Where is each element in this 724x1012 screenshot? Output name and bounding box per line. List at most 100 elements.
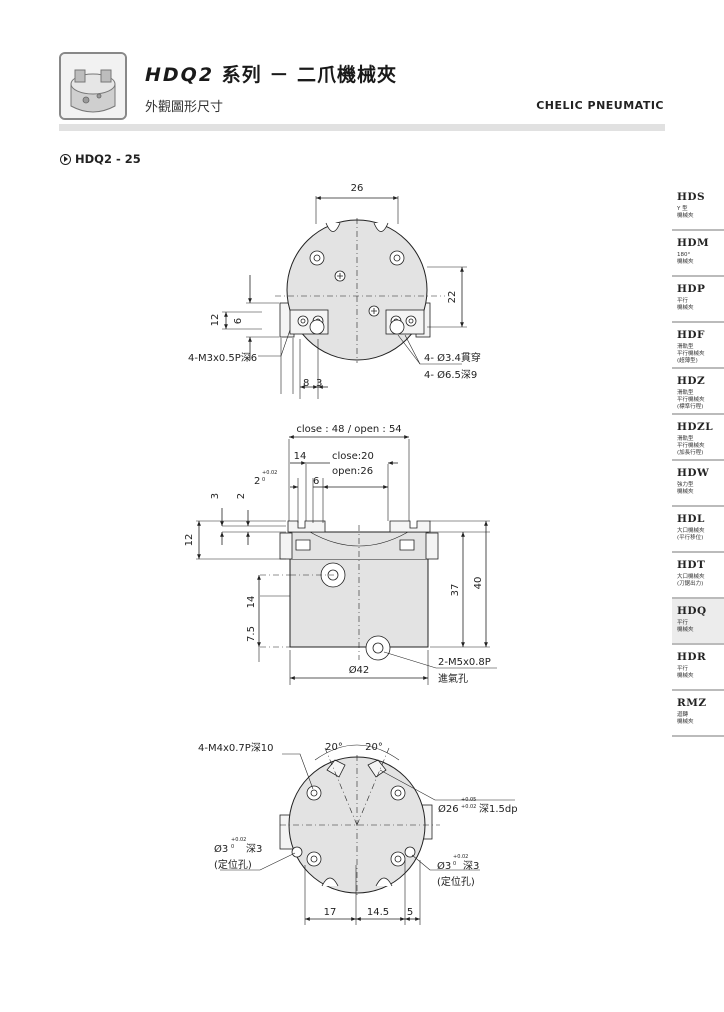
dia-42-label: Ø42 [349, 664, 370, 676]
dim-6-label: 6 [233, 318, 244, 324]
sidebar-desc: 平行 機械夾 [677, 620, 694, 633]
dia-26-depth: 深1.5dp [479, 803, 518, 815]
dia-26-tol-upper: +0.05 [461, 797, 476, 803]
sidebar-code: HDF [677, 329, 705, 341]
sidebar-item-hdq[interactable]: HDQ 平行 機械夾 [672, 599, 724, 645]
close-width-label: close:20 [332, 451, 374, 462]
sidebar-desc: 滑軌型 平行機械夾 (超薄型) [677, 344, 705, 364]
dim-3-label: 3 [316, 378, 322, 389]
dim-22-label: 22 [447, 291, 458, 304]
product-thumbnail [59, 52, 127, 120]
right-pin-note: (定位孔) [437, 875, 475, 888]
product-sidebar: HDS Y 型 機械夾 HDM 180° 機械夾 HDP 平行 機械夾 HDF 滑軌型 … [672, 185, 724, 737]
left-pin-depth: 深3 [246, 843, 262, 855]
section-heading: HDQ2 - 25 [60, 152, 141, 166]
sidebar-desc: 迴轉 機械夾 [677, 712, 694, 725]
section-label: HDQ2 - 25 [75, 152, 141, 166]
sidebar-code: RMZ [677, 697, 707, 709]
dim-17-label: 17 [324, 907, 337, 918]
left-pin-note: (定位孔) [214, 858, 252, 871]
dim-2-tol-label: 2 [254, 476, 260, 487]
sidebar-desc: Y 型 機械夾 [677, 206, 694, 219]
through-hole-callout: 4- Ø3.4貫穿 [424, 351, 481, 364]
sidebar-desc: 180° 機械夾 [677, 252, 694, 265]
header-divider [59, 124, 665, 131]
sidebar-item-hdz[interactable]: HDZ 滑軌型 平行機械夾 (標準行程) [672, 369, 724, 415]
dim-2-tol-lower: 0 [262, 477, 265, 483]
side-view [196, 435, 497, 685]
page-title: HDQ2 系列 － 二爪機械夾 [145, 60, 397, 87]
left-pin-dia: Ø3 [214, 843, 228, 855]
sidebar-item-hdl[interactable]: HDL 大口機械夾 (平行移位) [672, 507, 724, 553]
sidebar-code: HDQ [677, 605, 707, 617]
counterbore-callout: 4- Ø6.5深9 [424, 369, 477, 381]
sidebar-item-rmz[interactable]: RMZ 迴轉 機械夾 [672, 691, 724, 737]
dim-3-side-label: 3 [210, 493, 221, 499]
sidebar-item-hds[interactable]: HDS Y 型 機械夾 [672, 185, 724, 231]
dim-2-tol-upper: +0.02 [262, 470, 277, 476]
sidebar-code: HDS [677, 191, 706, 203]
dim-2-side-label: 2 [236, 493, 247, 499]
left-pin-tol-upper: +0.02 [231, 837, 246, 843]
dim-6-side-label: 6 [313, 476, 319, 487]
right-pin-dia: Ø3 [437, 860, 451, 872]
dim-7-5-label: 7.5 [246, 626, 257, 642]
sidebar-code: HDM [677, 237, 710, 249]
sidebar-item-hdzl[interactable]: HDZL 滑軌型 平行機械夾 (加長行程) [672, 415, 724, 461]
sidebar-desc: 滑軌型 平行機械夾 (標準行程) [677, 390, 705, 410]
right-pin-tol-lower: 0 [453, 861, 456, 867]
sidebar-desc: 大口機械夾 (刀鋸出力) [677, 574, 705, 587]
right-pin-tol-upper: +0.02 [453, 854, 468, 860]
sidebar-item-hdf[interactable]: HDF 滑軌型 平行機械夾 (超薄型) [672, 323, 724, 369]
brand-name: CHELIC PNEUMATIC [536, 99, 664, 112]
bottom-view [220, 744, 515, 925]
sidebar-code: HDT [677, 559, 706, 571]
sidebar-item-hdm[interactable]: HDM 180° 機械夾 [672, 231, 724, 277]
sidebar-item-hdw[interactable]: HDW 強力型 機械夾 [672, 461, 724, 507]
sidebar-code: HDZ [677, 375, 706, 387]
series-word: 系列 [221, 64, 262, 86]
dim-14-label: 14 [294, 451, 307, 462]
sidebar-item-hdr[interactable]: HDR 平行 機械夾 [672, 645, 724, 691]
sidebar-code: HDW [677, 467, 710, 479]
dim-14-5-label: 14.5 [367, 907, 389, 918]
dia-26-label: Ø26 [438, 803, 459, 815]
page-subtitle: 外觀圖形尺寸 [145, 100, 224, 115]
open-width-label: open:26 [332, 466, 373, 477]
title-dash: － [269, 64, 290, 86]
angle-right-label: 20° [365, 742, 383, 753]
left-pin-tol-lower: 0 [231, 844, 234, 850]
port-note: 進氣孔 [438, 672, 468, 685]
right-pin-depth: 深3 [463, 860, 479, 872]
dia-26-tol-lower: +0.02 [461, 804, 476, 810]
dim-12-side-label: 12 [184, 534, 195, 547]
sidebar-desc: 平行 機械夾 [677, 298, 694, 311]
dim-37-label: 37 [450, 584, 461, 597]
sidebar-item-hdp[interactable]: HDP 平行 機械夾 [672, 277, 724, 323]
stroke-label: close : 48 / open : 54 [296, 424, 401, 435]
sidebar-desc: 平行 機械夾 [677, 666, 694, 679]
thread-callout: 4-M3x0.5P深6 [188, 352, 257, 364]
sidebar-item-hdt[interactable]: HDT 大口機械夾 (刀鋸出力) [672, 553, 724, 599]
dim-8-label: 8 [303, 378, 309, 389]
bottom-thread-callout: 4-M4x0.7P深10 [198, 742, 274, 754]
top-view [222, 196, 467, 399]
sidebar-desc: 滑軌型 平行機械夾 (加長行程) [677, 436, 705, 456]
dim-14-side-label: 14 [246, 596, 257, 609]
dim-40-label: 40 [473, 577, 484, 590]
sidebar-code: HDR [677, 651, 707, 663]
sidebar-code: HDZL [677, 421, 714, 433]
sidebar-code: HDL [677, 513, 705, 525]
arrow-circle-icon [60, 153, 71, 165]
sidebar-code: HDP [677, 283, 706, 295]
angle-left-label: 20° [325, 742, 343, 753]
model-code: HDQ2 [145, 64, 215, 86]
dim-12-label: 12 [210, 314, 221, 327]
port-callout: 2-M5x0.8P [438, 657, 491, 668]
product-name: 二爪機械夾 [296, 64, 397, 86]
dim-5-label: 5 [407, 907, 413, 918]
sidebar-desc: 大口機械夾 (平行移位) [677, 528, 705, 541]
dim-26-label: 26 [351, 183, 364, 194]
sidebar-desc: 強力型 機械夾 [677, 482, 694, 495]
